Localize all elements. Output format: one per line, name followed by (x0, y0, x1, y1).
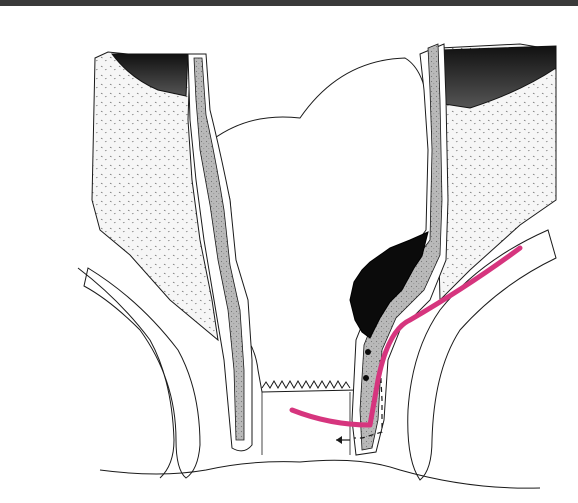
skin-contour-left (100, 462, 300, 474)
left-arrow-icon (336, 436, 350, 444)
anal-gland (363, 375, 369, 381)
anal-gland (365, 349, 371, 355)
top-border (0, 0, 578, 6)
